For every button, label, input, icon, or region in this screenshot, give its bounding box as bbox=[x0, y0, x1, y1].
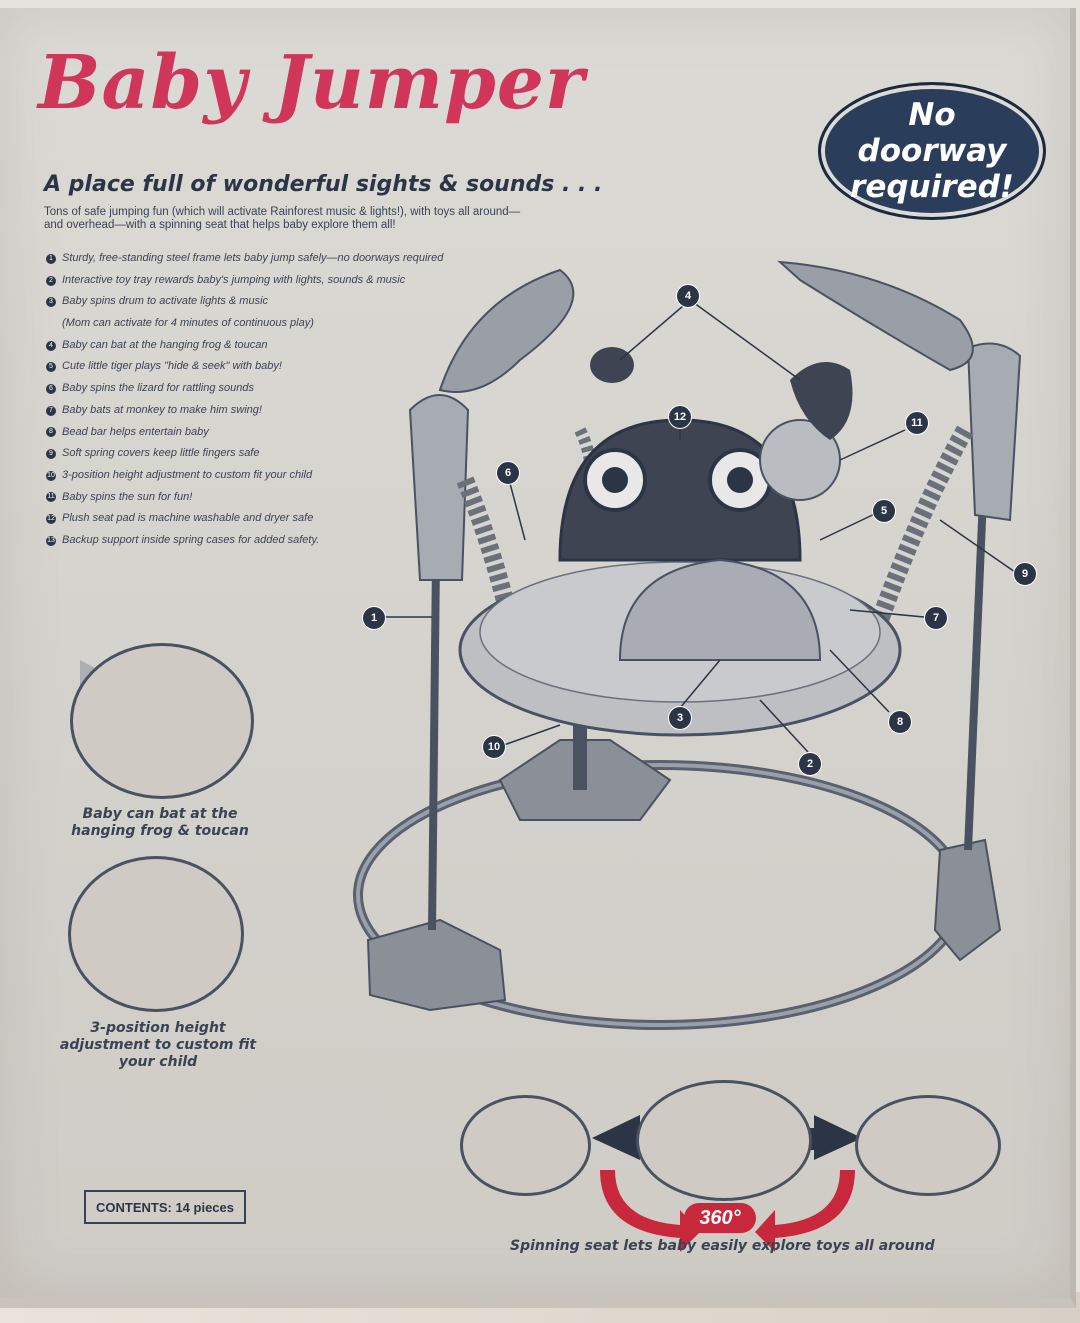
callout-7: 7 bbox=[924, 606, 948, 630]
bat-caption: Baby can bat at the hanging frog & touca… bbox=[71, 806, 249, 839]
feature-item: (Mom can activate for 4 minutes of conti… bbox=[62, 317, 314, 330]
no-doorway-badge: No doorway required! bbox=[818, 82, 1046, 220]
callout-4: 4 bbox=[676, 284, 700, 308]
callout-10: 10 bbox=[482, 735, 506, 759]
callout-9: 9 bbox=[1013, 562, 1037, 586]
product-title: Baby Jumper bbox=[38, 40, 585, 126]
contents-label: CONTENTS: 14 pieces bbox=[84, 1190, 246, 1224]
callout-1: 1 bbox=[362, 606, 386, 630]
spin-picture-left bbox=[460, 1095, 591, 1196]
callout-12: 12 bbox=[668, 405, 692, 429]
badge-text: No doorway required! bbox=[850, 97, 1014, 205]
baby-batting-picture bbox=[70, 643, 254, 799]
callout-3: 3 bbox=[668, 706, 692, 730]
intro-text: Tons of safe jumping fun (which will act… bbox=[44, 206, 521, 231]
callout-11: 11 bbox=[905, 411, 929, 435]
spin-picture-center bbox=[636, 1080, 812, 1201]
spin-caption: Spinning seat lets baby easily explore t… bbox=[510, 1238, 935, 1254]
callout-5: 5 bbox=[872, 499, 896, 523]
height-adjust-picture bbox=[68, 856, 244, 1012]
rotation-badge: 360° bbox=[684, 1203, 756, 1233]
spin-picture-right bbox=[855, 1095, 1001, 1196]
callout-2: 2 bbox=[798, 752, 822, 776]
callout-6: 6 bbox=[496, 461, 520, 485]
headline: A place full of wonderful sights & sound… bbox=[44, 172, 603, 197]
height-caption: 3-position height adjustment to custom f… bbox=[59, 1020, 257, 1070]
callout-8: 8 bbox=[888, 710, 912, 734]
